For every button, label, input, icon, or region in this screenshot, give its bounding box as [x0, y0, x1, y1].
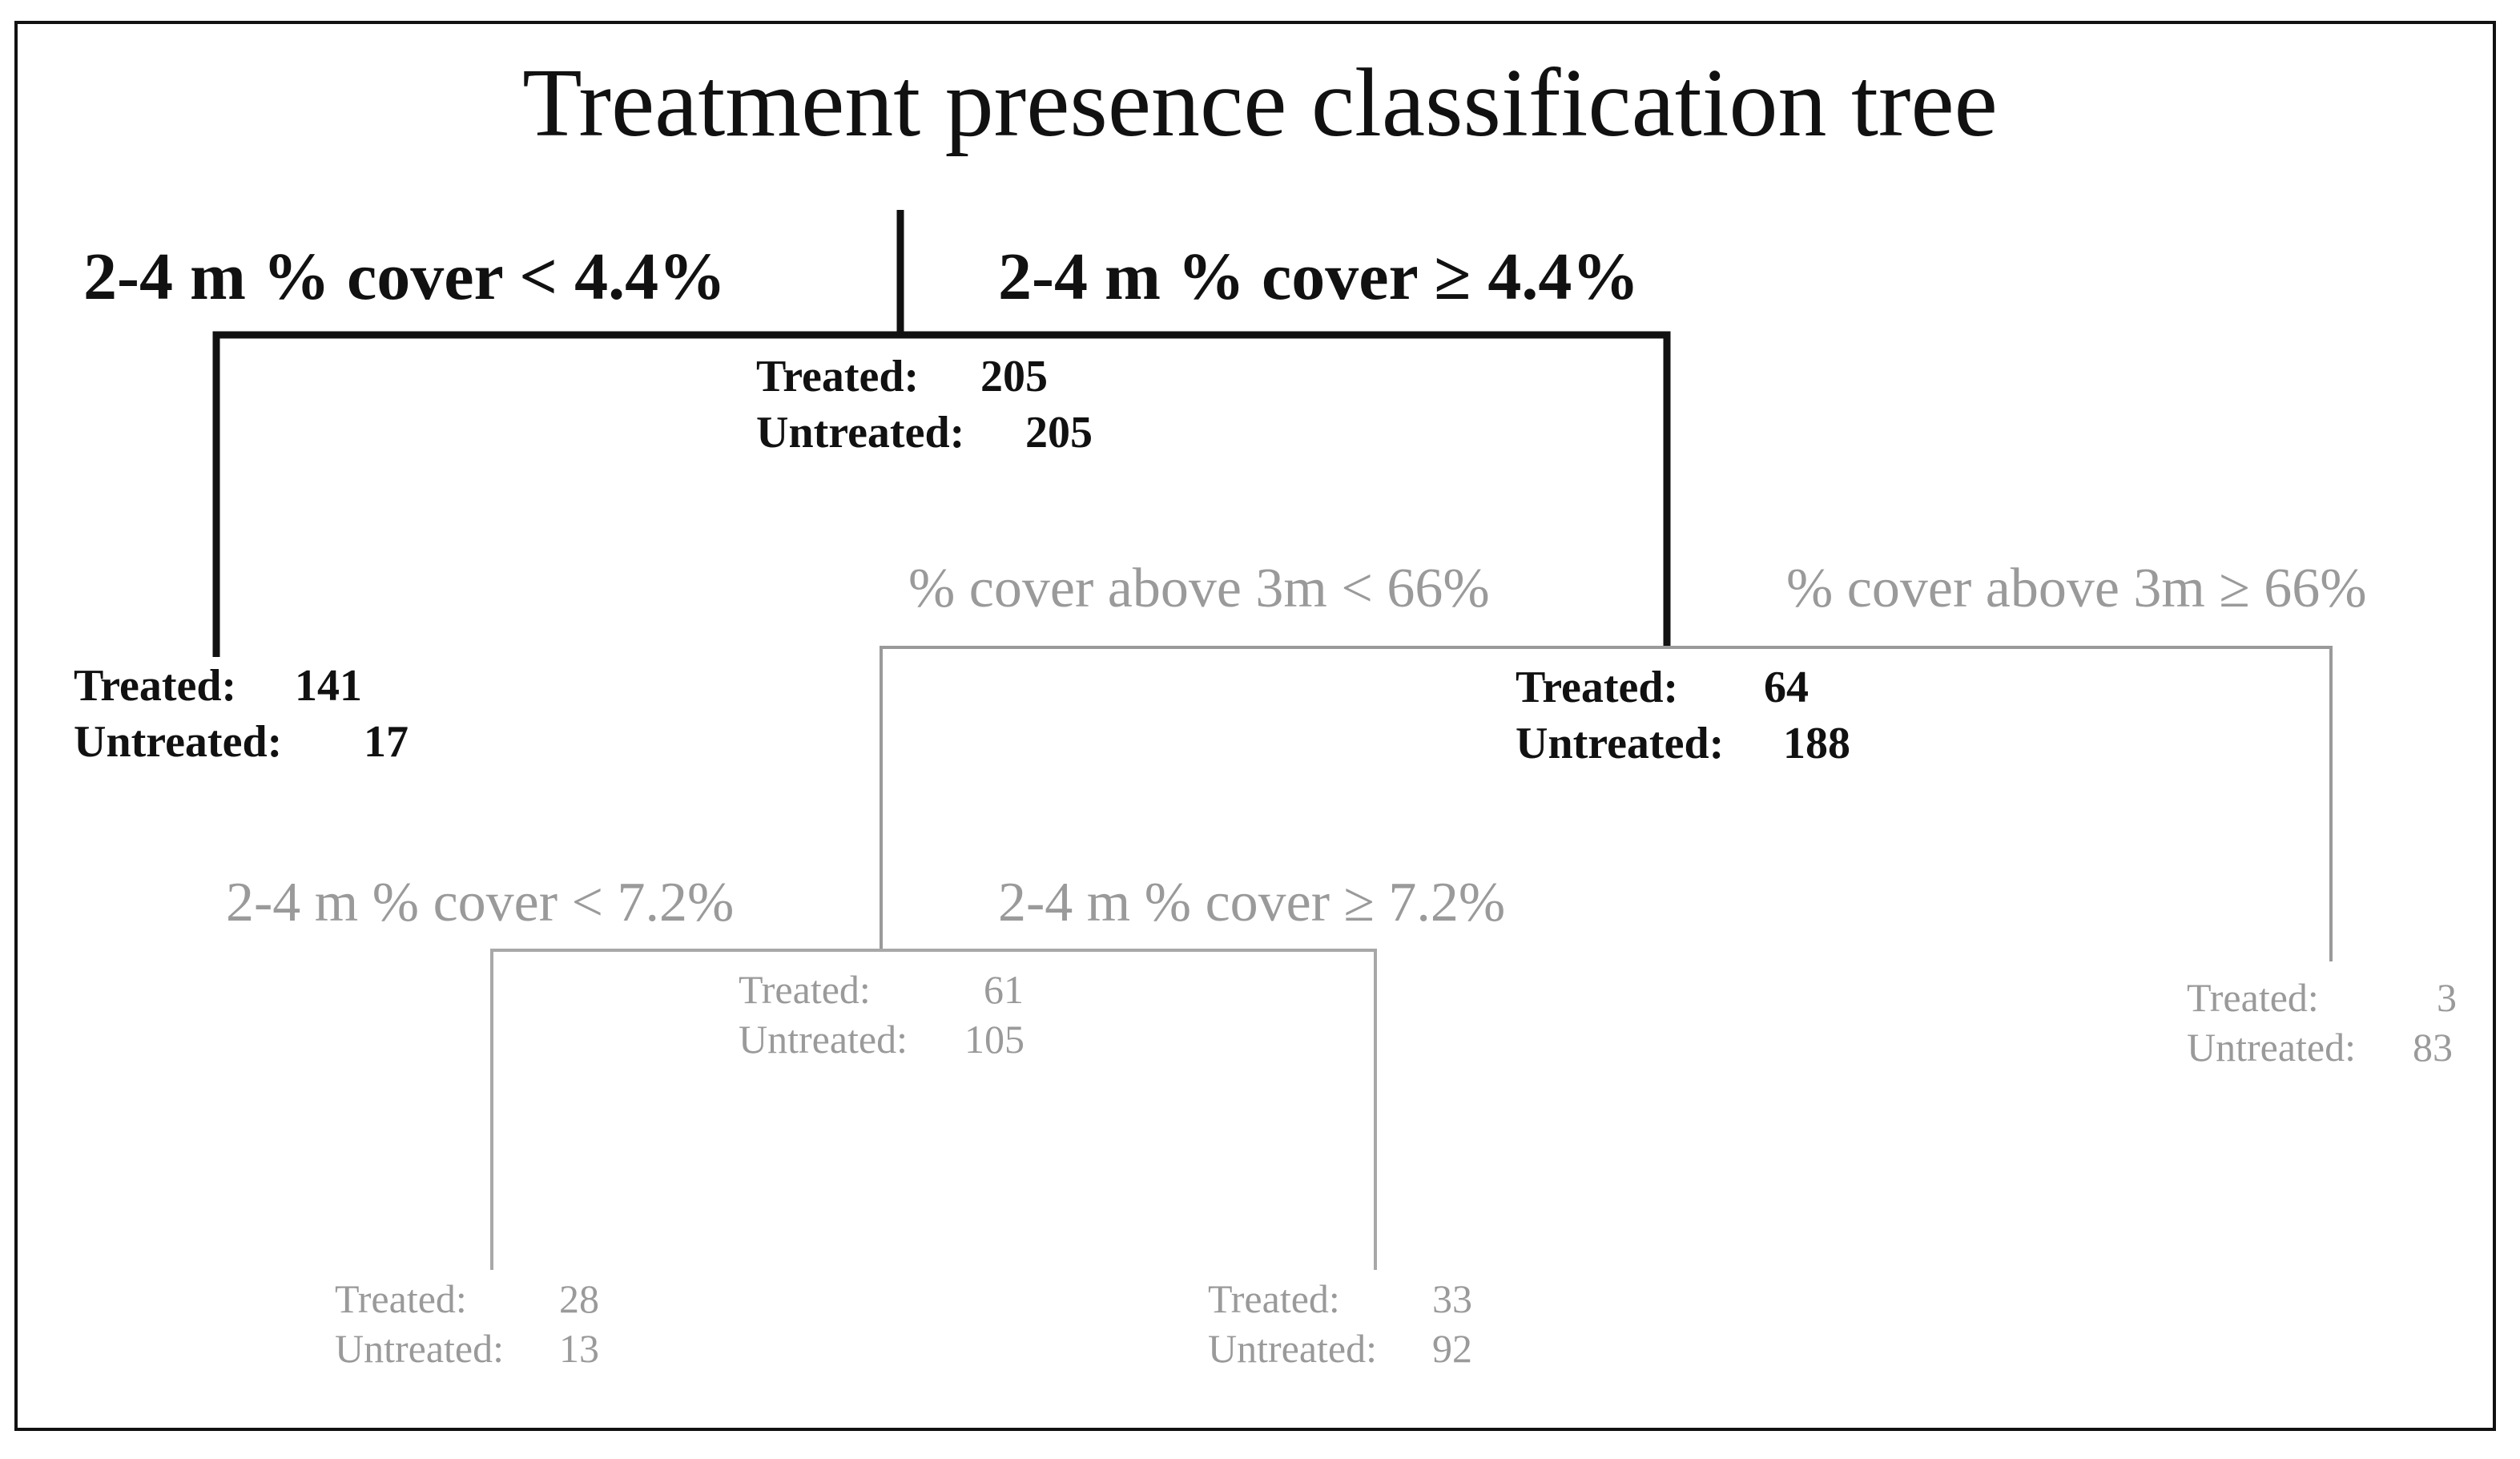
untreated-label: Untreated: — [1208, 1326, 1378, 1371]
treated-count: 28 — [559, 1276, 599, 1321]
treated-label: Treated: — [1208, 1276, 1340, 1321]
split-label-mid-left: % cover above 3m < 66% — [908, 558, 1490, 619]
split-label-mid-right: % cover above 3m ≥ 66% — [1786, 558, 2367, 619]
node-low-left-leaf: Treated: 28 Untreated: 13 — [335, 1279, 607, 1378]
root-branch — [212, 331, 1671, 657]
split-label-root-right: 2-4 m % cover ≥ 4.4% — [998, 240, 1640, 314]
untreated-label: Untreated: — [756, 408, 965, 457]
treated-count: 64 — [1764, 663, 1809, 712]
untreated-count: 205 — [1025, 408, 1093, 457]
treated-count: 205 — [980, 352, 1048, 401]
untreated-label: Untreated: — [1516, 719, 1725, 768]
untreated-count: 105 — [964, 1017, 1025, 1062]
treated-label: Treated: — [2187, 975, 2319, 1020]
mid-branch — [880, 646, 2333, 961]
diagram-frame — [14, 21, 2496, 1431]
node-right: Treated: 64 Untreated: 188 — [1516, 665, 1884, 777]
node-mid: Treated: 61 Untreated: 105 — [739, 969, 1043, 1069]
treated-label: Treated: — [335, 1276, 467, 1321]
untreated-count: 188 — [1783, 719, 1850, 768]
treated-label: Treated: — [756, 352, 920, 401]
split-label-low-left: 2-4 m % cover < 7.2% — [226, 872, 735, 933]
untreated-count: 83 — [2413, 1025, 2453, 1070]
split-label-root-left: 2-4 m % cover < 4.4% — [83, 240, 727, 314]
treated-count: 141 — [295, 661, 362, 711]
untreated-count: 13 — [559, 1326, 599, 1371]
diagram-title: Treatment presence classification tree — [522, 49, 1998, 157]
node-low-right-leaf: Treated: 33 Untreated: 92 — [1208, 1279, 1480, 1378]
low-branch — [490, 949, 1377, 1270]
split-label-low-right: 2-4 m % cover ≥ 7.2% — [998, 872, 1506, 933]
node-left-leaf: Treated: 141 Untreated: 17 — [74, 663, 426, 776]
untreated-count: 17 — [364, 717, 409, 767]
treated-count: 3 — [2437, 975, 2457, 1020]
treated-count: 33 — [1432, 1276, 1472, 1321]
treated-label: Treated: — [1516, 663, 1679, 712]
untreated-label: Untreated: — [335, 1326, 505, 1371]
treated-count: 61 — [984, 967, 1024, 1012]
treated-label: Treated: — [739, 967, 871, 1012]
treated-label: Treated: — [74, 661, 237, 711]
untreated-label: Untreated: — [739, 1017, 908, 1062]
untreated-label: Untreated: — [74, 717, 283, 767]
node-far-right-leaf: Treated: 3 Untreated: 83 — [2187, 977, 2459, 1077]
node-root: Treated: 205 Untreated: 205 — [756, 354, 1101, 466]
untreated-label: Untreated: — [2187, 1025, 2357, 1070]
untreated-count: 92 — [1432, 1326, 1472, 1371]
